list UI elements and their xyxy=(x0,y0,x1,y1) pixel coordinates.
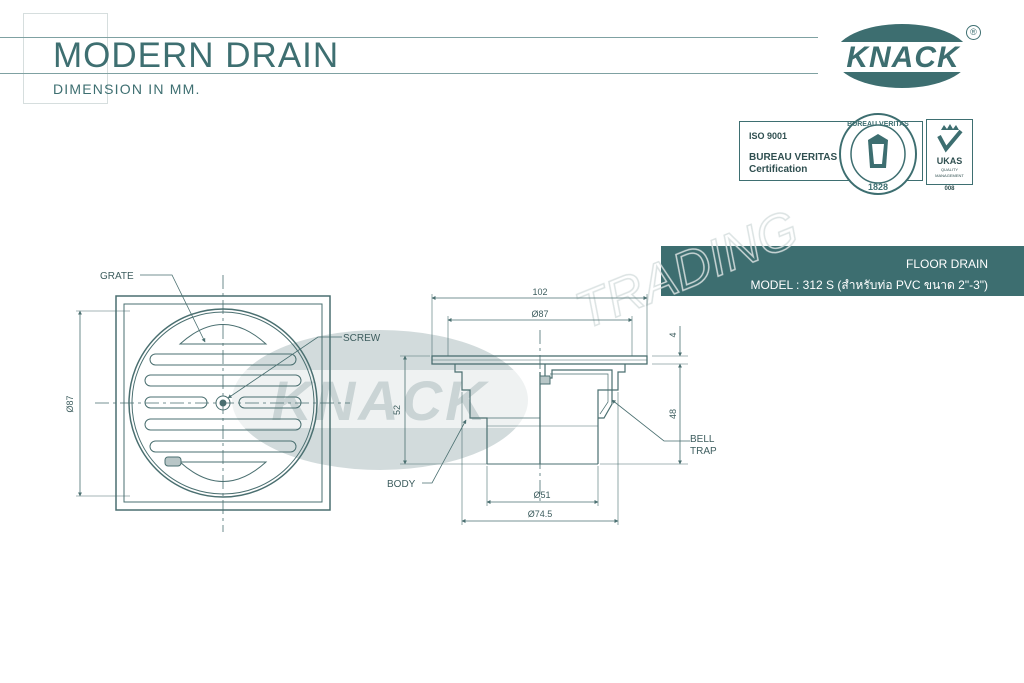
brand-logo-text: KNACK xyxy=(846,41,961,74)
grate-tab xyxy=(164,456,182,467)
dim-top-diameter: Ø87 xyxy=(65,395,75,412)
bureau-veritas-seal-graphic: BUREAU VERITAS 1828 xyxy=(839,113,917,195)
label-grate: GRATE xyxy=(100,271,134,282)
dim-inner-diameter: Ø87 xyxy=(531,309,548,319)
dim-flange: 4 xyxy=(668,332,678,337)
leader-body xyxy=(422,419,467,484)
ukas-name: UKAS xyxy=(936,156,963,166)
dim-base-diameter: Ø74.5 xyxy=(528,509,553,519)
page-subtitle: DIMENSION IN MM. xyxy=(53,81,201,97)
leader-grate xyxy=(140,274,206,343)
header-rule-top xyxy=(0,37,818,38)
header-rule-bottom xyxy=(0,73,818,74)
product-model: MODEL : 312 S (สำหรับท่อ PVC ขนาด 2"-3") xyxy=(750,278,988,292)
label-bell: BELL xyxy=(690,434,715,445)
label-body: BODY xyxy=(387,479,416,490)
bell-trap-clip xyxy=(539,375,551,385)
iso-label: ISO 9001 xyxy=(749,131,788,141)
dim-body-height: 52 xyxy=(392,405,402,415)
registered-mark: ® xyxy=(966,25,981,40)
bell-trap xyxy=(544,364,613,419)
label-trap: TRAP xyxy=(690,446,717,457)
product-banner: FLOOR DRAIN MODEL : 312 S (สำหรับท่อ PVC… xyxy=(661,246,1024,296)
dim-overall-width: 102 xyxy=(532,287,547,297)
side-body-right xyxy=(597,364,626,464)
crown-check-icon xyxy=(937,124,963,153)
ukas-number: 008 xyxy=(944,186,955,192)
watermark-text: KNACK xyxy=(271,369,489,432)
ukas-badge: UKAS QUALITY MANAGEMENT xyxy=(926,119,973,185)
brand-logo: KNACK xyxy=(830,22,980,90)
bureau-veritas-seal: BUREAU VERITAS 1828 xyxy=(838,112,922,196)
grate-slot xyxy=(144,396,208,409)
dim-pipe-diameter: Ø51 xyxy=(533,490,550,500)
certification-label: Certification xyxy=(749,164,808,175)
bureau-veritas-label: BUREAU VERITAS xyxy=(749,152,838,163)
grate-slot xyxy=(238,396,302,409)
side-view xyxy=(400,294,690,525)
grate-slot-top xyxy=(178,324,268,345)
corner-frame xyxy=(23,13,108,104)
leader-bell-trap xyxy=(611,399,690,442)
watermark: KNACK TRADING xyxy=(228,199,807,470)
side-body-left xyxy=(454,364,488,464)
label-screw: SCREW xyxy=(343,333,381,344)
bell-trap-inner xyxy=(550,373,609,415)
seal-top-text: BUREAU VERITAS xyxy=(847,121,909,128)
dim-total-height: 48 xyxy=(668,409,678,419)
product-category: FLOOR DRAIN xyxy=(905,257,988,271)
brand-logo-graphic: KNACK xyxy=(830,24,978,88)
top-view xyxy=(76,274,350,532)
ukas-sub-quality: QUALITY xyxy=(940,167,959,172)
grate-slot-bottom xyxy=(178,461,268,482)
page-title: MODERN DRAIN xyxy=(53,36,340,75)
certification-panel: ISO 9001 BUREAU VERITAS Certification xyxy=(739,121,923,181)
leader-screw xyxy=(227,336,342,399)
seal-year-text: 1828 xyxy=(868,182,888,192)
ukas-sub-management: MANAGEMENT xyxy=(935,173,964,178)
